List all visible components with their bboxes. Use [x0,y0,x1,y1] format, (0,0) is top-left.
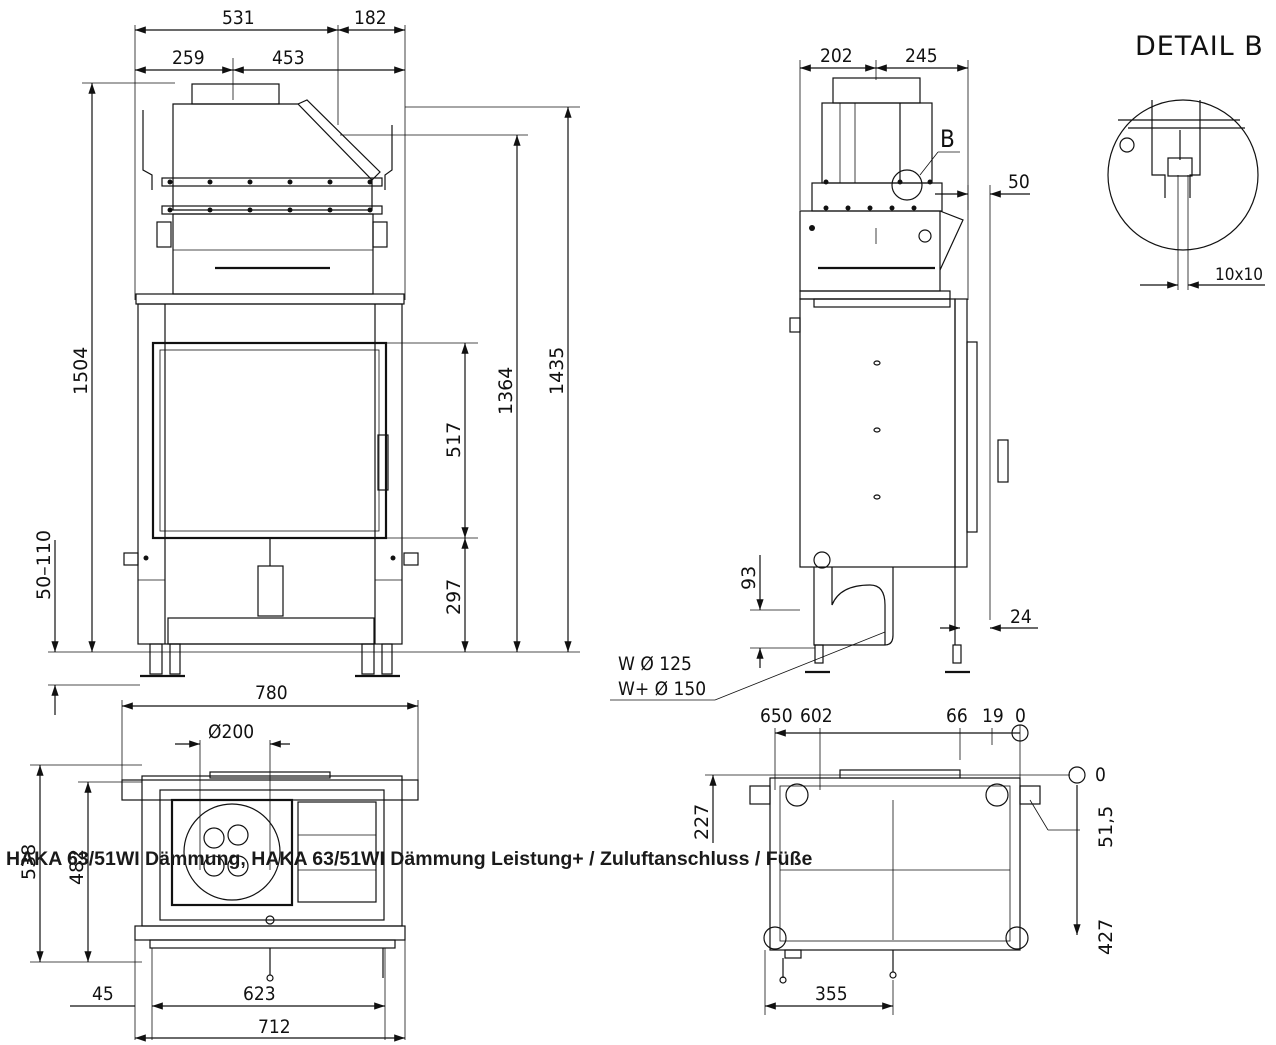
front-view: 531 182 259 453 1504 50–110 1364 1435 51… [33,7,580,715]
dim-50-110: 50–110 [33,530,55,600]
dim-19: 19 [982,705,1004,727]
dim-780: 780 [255,682,288,704]
detail-title: DETAIL B [1135,31,1264,62]
note-w-125: W Ø 125 [618,653,692,675]
dim-1435: 1435 [546,347,568,395]
top-view: 780 Ø200 538 482 [18,682,419,1042]
dim-427: 427 [1095,919,1117,955]
foot-plan: 650 602 66 19 0 0 51,5 42 [691,705,1117,1015]
dim-259: 259 [172,47,205,69]
drawing-caption: HAKA 63/51WI Dämmung, HAKA 63/51WI Dämmu… [6,848,813,870]
dim-0-x: 0 [1015,705,1026,727]
dim-650: 650 [760,705,793,727]
dim-712: 712 [258,1016,291,1038]
dim-202: 202 [820,45,853,67]
dim-355: 355 [815,983,848,1005]
dim-24: 24 [1010,606,1032,628]
dim-flue-200: Ø200 [208,721,254,743]
dim-50: 50 [1008,171,1030,193]
detail-b: DETAIL B 10x10 [1107,31,1265,290]
dim-623: 623 [243,983,276,1005]
dim-602: 602 [800,705,833,727]
dim-93: 93 [738,566,760,590]
dim-1504: 1504 [70,347,92,395]
dim-45: 45 [92,983,114,1005]
dim-482: 482 [66,849,88,885]
dim-531: 531 [222,7,255,29]
dim-10x10: 10x10 [1215,265,1263,285]
dim-297: 297 [443,579,465,615]
dim-227: 227 [691,804,713,840]
dim-1364: 1364 [495,367,517,415]
dim-182: 182 [354,7,387,29]
detail-marker-b: B [940,125,955,153]
dim-453: 453 [272,47,305,69]
side-view: 202 245 [610,45,1038,701]
dim-51-5: 51,5 [1095,806,1117,848]
note-w-plus-150: W+ Ø 150 [618,678,706,700]
dim-66: 66 [946,705,968,727]
dim-0-y: 0 [1095,764,1106,786]
dim-245: 245 [905,45,938,67]
dim-517: 517 [443,422,465,458]
dim-538: 538 [18,844,40,880]
